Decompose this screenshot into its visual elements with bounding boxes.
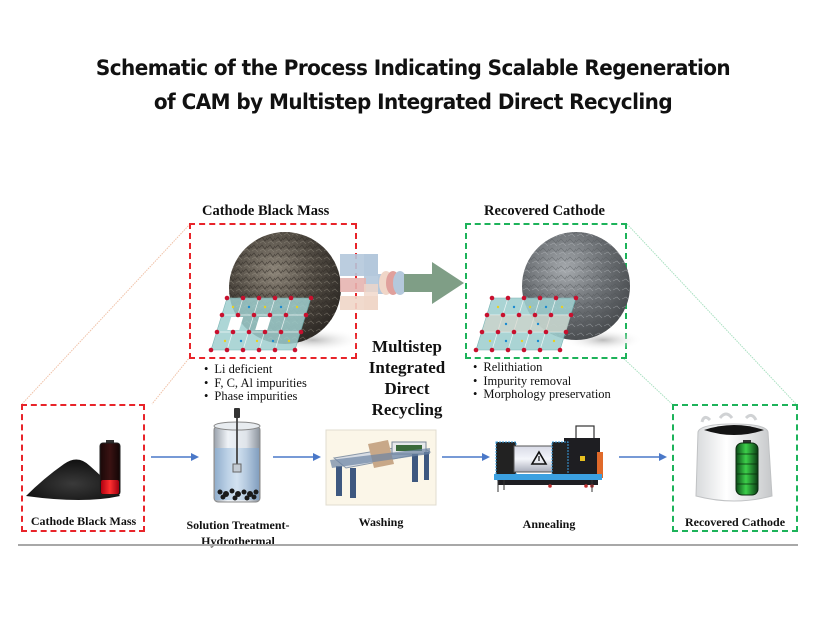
step-2-label-line: Solution Treatment- xyxy=(186,518,290,532)
process-label-line: Direct xyxy=(384,379,430,398)
step-1-label: Cathode Black Mass xyxy=(30,514,137,528)
step-1-frame xyxy=(21,404,145,532)
recovered-particle-icon xyxy=(473,232,643,353)
left-panel-header: Cathode Black Mass xyxy=(202,203,330,219)
bulk-bag-with-charged-battery-icon xyxy=(695,412,773,502)
filter-press-icon xyxy=(325,429,437,506)
baseline-divider xyxy=(18,544,798,546)
furnace-kiln-icon xyxy=(494,425,603,492)
process-label-line: Recycling xyxy=(371,400,443,419)
step-4-label: Annealing xyxy=(522,517,576,531)
crystal-lattice xyxy=(208,295,314,353)
process-name-label: Multistep Integrated Direct Recycling xyxy=(352,336,462,420)
figure-title: Schematic of the Process Indicating Scal… xyxy=(29,52,797,120)
process-label-line: Integrated xyxy=(368,358,446,377)
black-powder-and-depleted-battery-icon xyxy=(26,440,121,500)
step-5-frame xyxy=(672,404,798,532)
bullet-item: Impurity removal xyxy=(473,374,611,389)
step-2-label-line: Hydrothermal xyxy=(201,534,275,548)
bullet-item: F, C, Al impurities xyxy=(204,376,306,391)
process-label-line: Multistep xyxy=(372,337,442,356)
title-line-1: Schematic of the Process Indicating Scal… xyxy=(95,56,731,81)
stirred-reactor-vessel-icon xyxy=(213,408,261,503)
right-panel-bullets: Relithiation Impurity removal Morphology… xyxy=(473,360,611,402)
degraded-particle-icon xyxy=(208,232,363,353)
bullet-item: Phase impurities xyxy=(204,389,307,404)
process-arrow-icon xyxy=(340,254,464,310)
bullet-item: Relithiation xyxy=(473,360,611,375)
flow-arrow-1 xyxy=(151,453,199,461)
right-panel-header: Recovered Cathode xyxy=(484,203,605,219)
step-5-label: Recovered Cathode xyxy=(684,515,786,529)
step-3-label: Washing xyxy=(358,515,404,529)
perspective-line-left-top xyxy=(21,223,191,405)
perspective-line-right-top xyxy=(626,223,797,405)
bullet-item: Morphology preservation xyxy=(473,387,610,402)
title-line-2: of CAM by Multistep Integrated Direct Re… xyxy=(153,90,673,115)
crystal-lattice xyxy=(473,295,579,353)
left-panel-bullets: Li deficient F, C, Al impurities Phase i… xyxy=(204,362,307,404)
perspective-line-right-bottom xyxy=(621,356,673,405)
perspective-line-left-bottom xyxy=(151,356,191,405)
flow-arrow-4 xyxy=(619,453,667,461)
flow-arrow-2 xyxy=(273,453,321,461)
bullet-item: Li deficient xyxy=(204,362,307,377)
flow-arrow-3 xyxy=(442,453,490,461)
